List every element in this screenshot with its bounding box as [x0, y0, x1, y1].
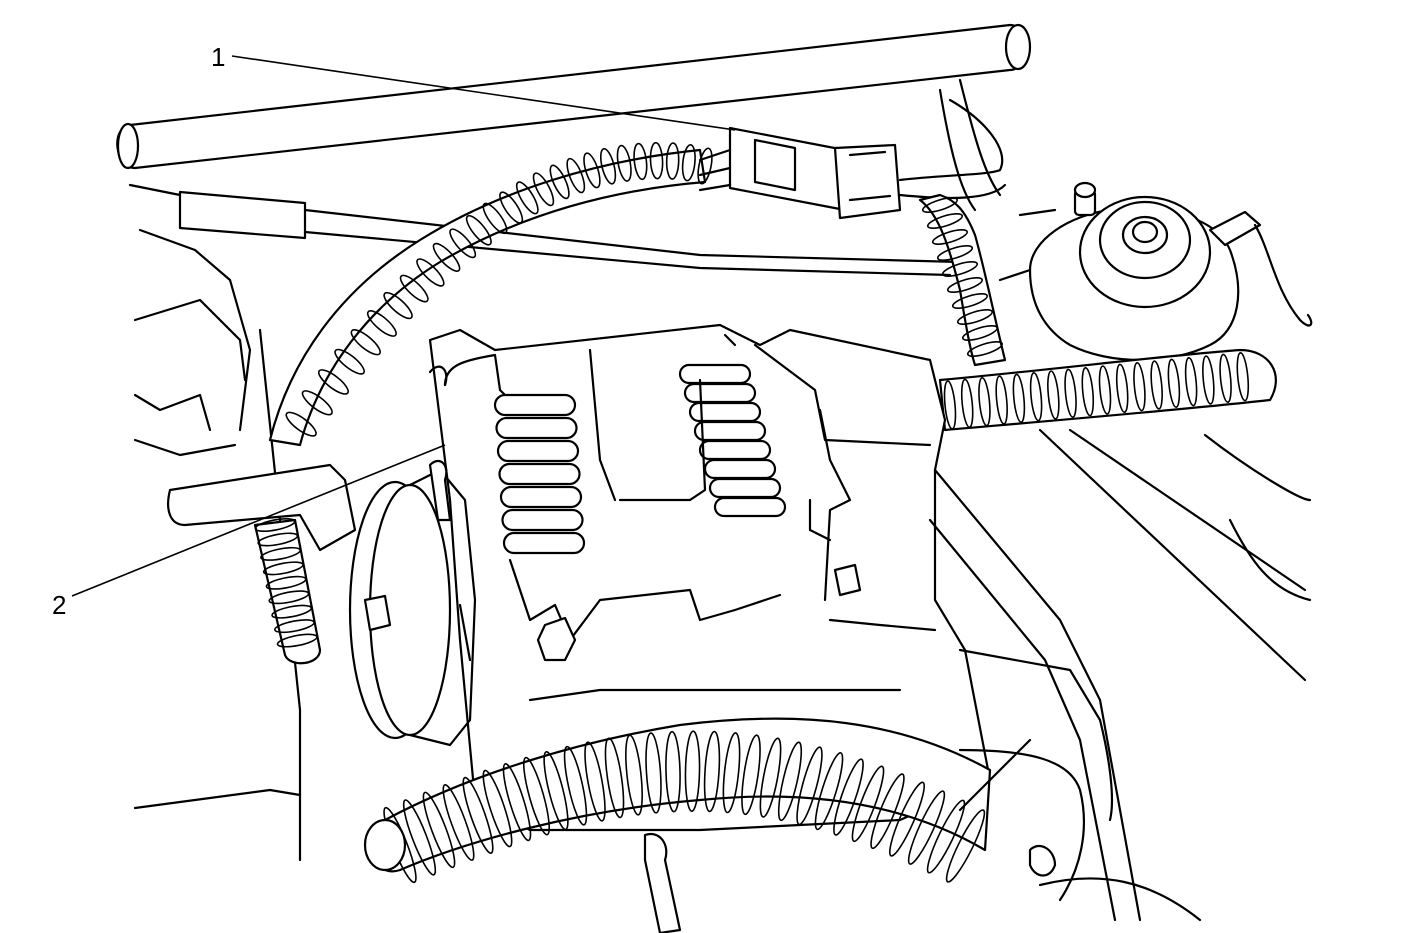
leader-line-1 — [231, 55, 736, 131]
engine-block-left — [133, 228, 302, 862]
callout-1: 1 — [211, 42, 225, 72]
mounting-bracket — [167, 463, 357, 552]
upper-tubes — [116, 23, 1032, 277]
right-harness — [918, 78, 1007, 367]
upper-wiring-harness — [253, 141, 713, 665]
generator-pulley — [348, 459, 477, 747]
right-horizontal-harness — [938, 348, 1312, 682]
fluid-reservoir — [998, 181, 1313, 362]
leader-line-2 — [71, 444, 446, 597]
generator-harness-connector — [698, 98, 1007, 220]
callout-2: 2 — [52, 590, 66, 620]
callout-leaders — [71, 55, 736, 597]
frame-rails — [928, 468, 1202, 922]
lower-wiring-harness — [363, 717, 1057, 933]
generator-body — [428, 323, 992, 832]
